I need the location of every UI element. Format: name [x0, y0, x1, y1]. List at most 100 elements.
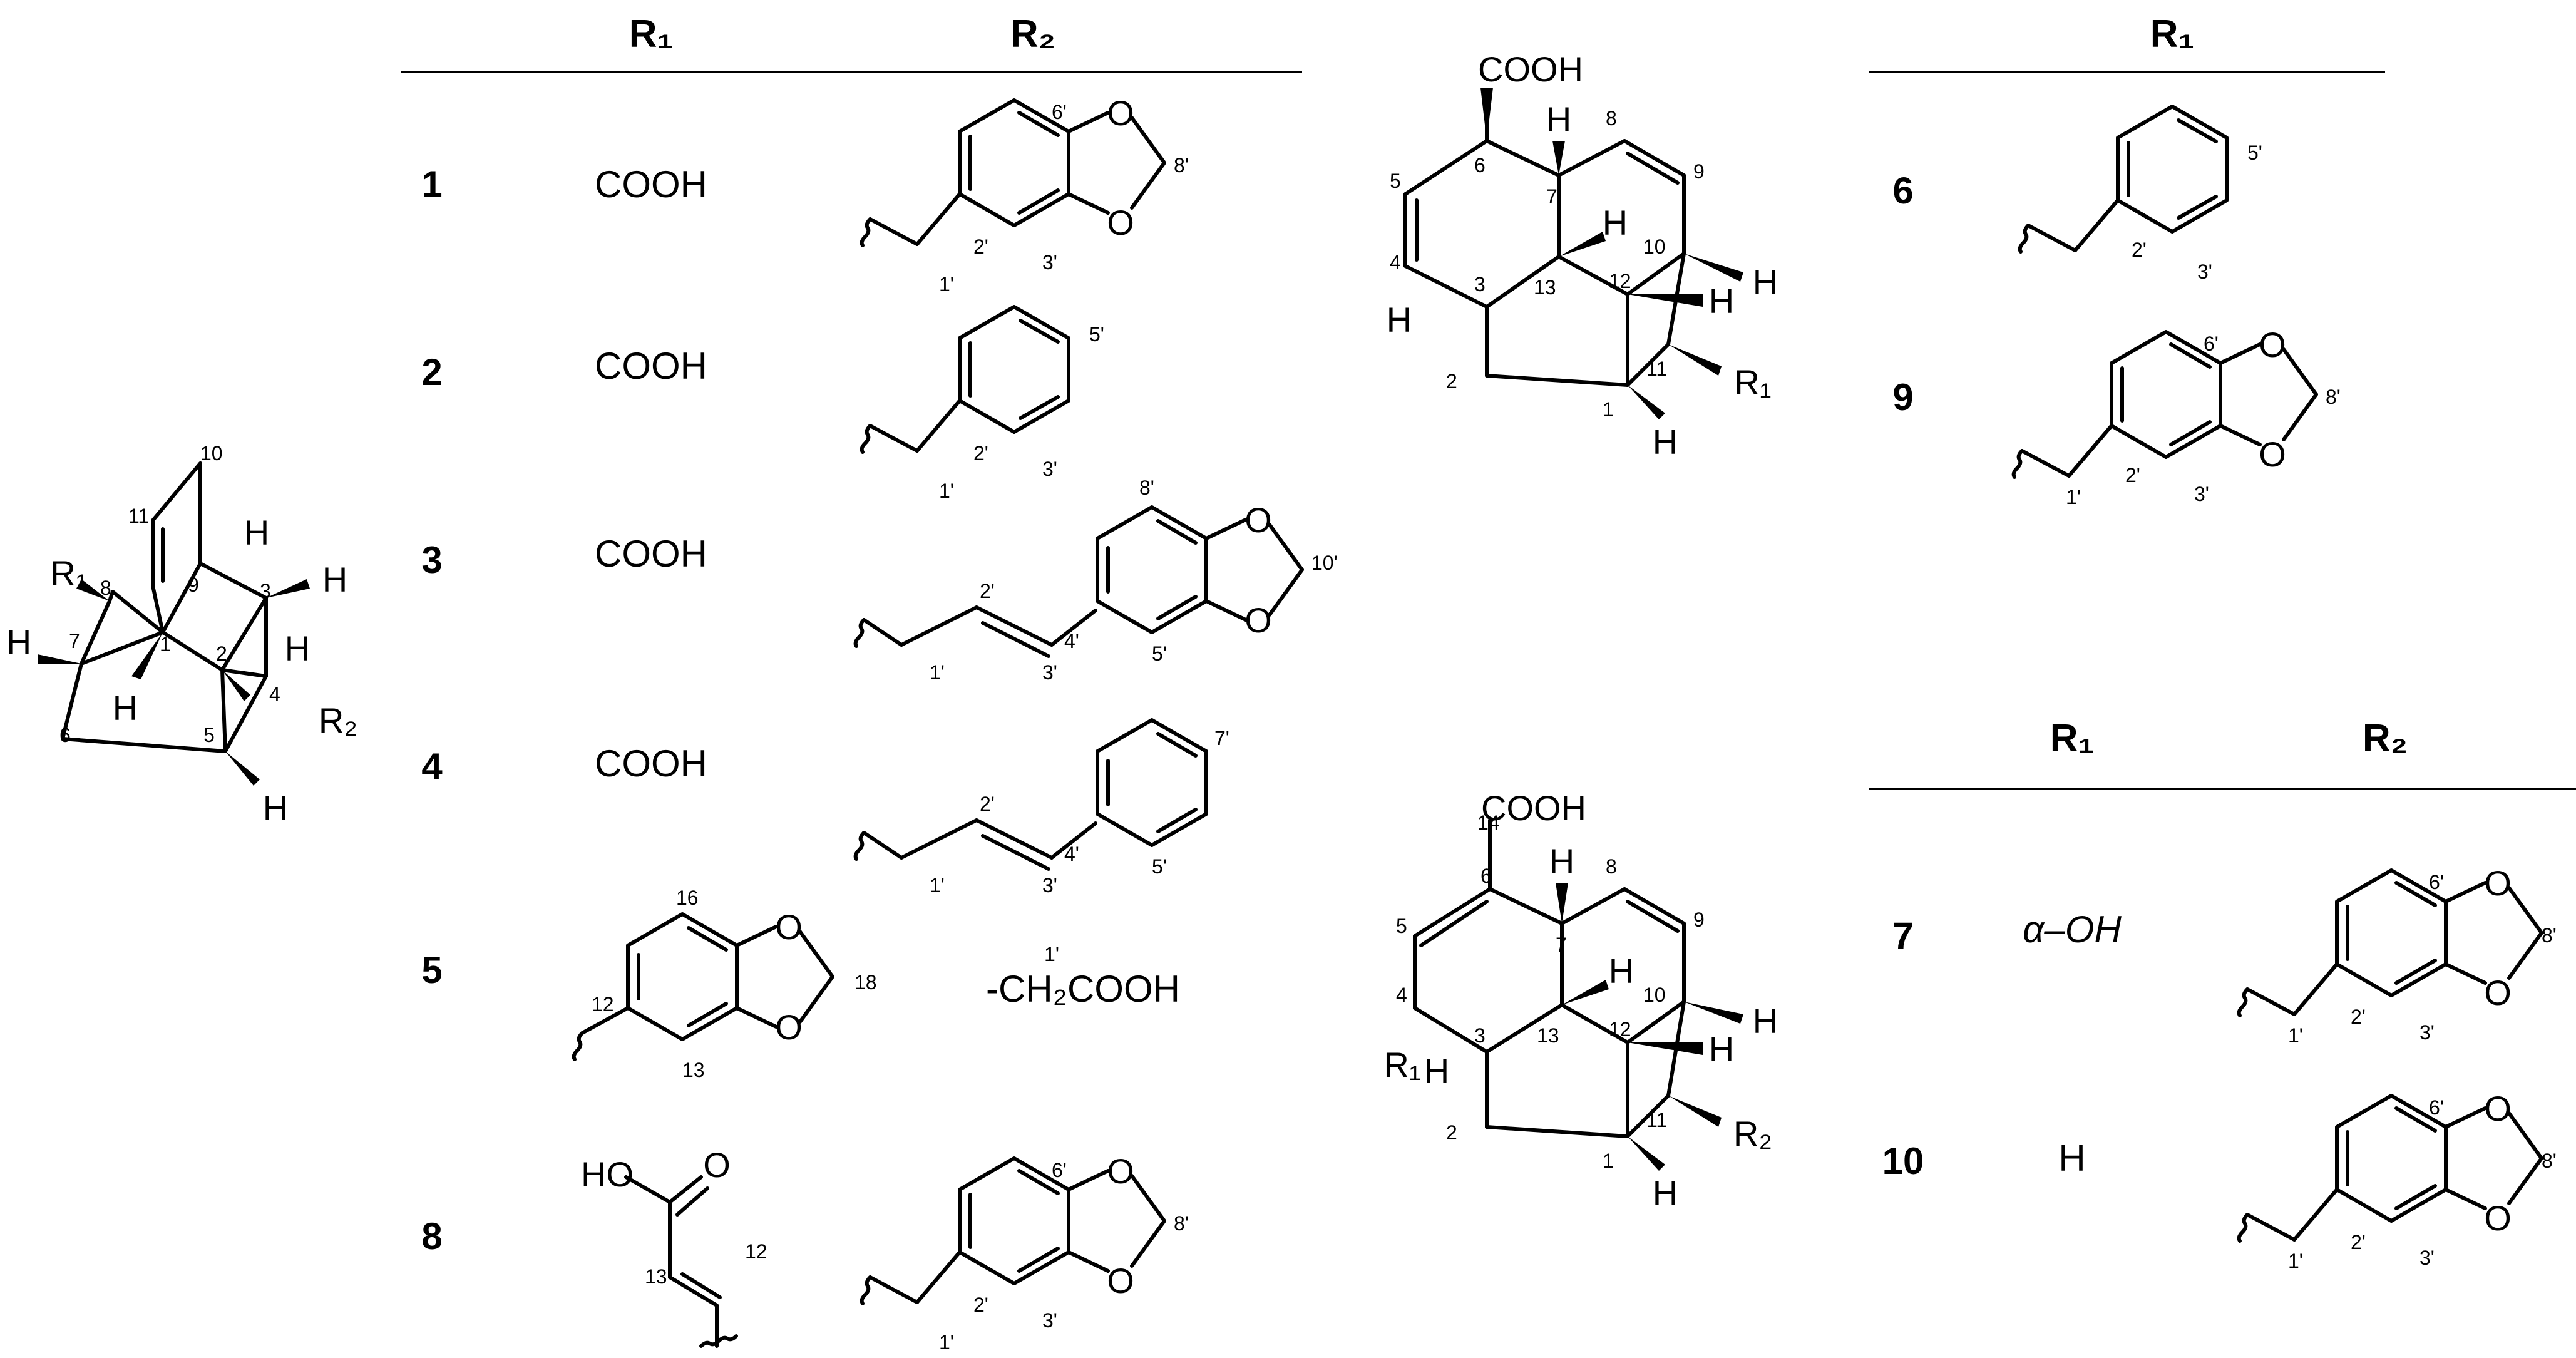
hydrogen-label: H [244, 513, 269, 552]
label-8: 8 [1606, 107, 1617, 130]
hydrogen-label: H [1709, 1029, 1734, 1069]
label-2prime: 2' [980, 580, 995, 602]
wedge-bond [1562, 980, 1609, 1005]
hydrogen-label: H [1546, 100, 1571, 139]
compound-6-label: 6 [1892, 170, 1913, 212]
hydrogen-label: H [1609, 951, 1634, 990]
label-4prime: 4' [1064, 843, 1079, 865]
label-5: 5 [1390, 170, 1401, 192]
label-3prime: 3' [2197, 260, 2212, 283]
wedge-bond [1628, 1136, 1665, 1171]
compound-4-r2-chain [853, 718, 1208, 871]
left-header-r2: R₂ [1010, 13, 1055, 56]
label-5: 5 [1396, 915, 1407, 937]
label-2prime: 2' [2132, 239, 2147, 261]
oxygen-label: O [2484, 973, 2512, 1012]
wedge-bond [131, 632, 163, 679]
left-header-r1: R₁ [629, 13, 673, 56]
core-bottom-cooh: COOH [1481, 788, 1586, 828]
label-3prime: 3' [2419, 1247, 2435, 1269]
wedge-bond [222, 670, 250, 701]
oxygen-label: O [2484, 863, 2512, 903]
label-4: 4 [1390, 251, 1401, 274]
wedge-bond [1559, 232, 1606, 257]
label-5prime: 5' [1089, 323, 1104, 346]
compound-3-r2-chain [853, 505, 1304, 658]
label-2: 2 [216, 642, 227, 665]
hydrogen-label: H [1753, 262, 1778, 302]
label-2: 2 [1446, 1121, 1457, 1144]
label-5prime: 5' [2247, 141, 2262, 164]
label-18: 18 [854, 971, 877, 994]
label-1: 1 [160, 633, 171, 656]
label-6: 6 [1480, 865, 1492, 887]
hydrogen-label: H [322, 560, 347, 599]
core-bottom-skeleton [1413, 818, 1686, 1138]
wedge-bond [1684, 1002, 1743, 1024]
hydrogen-label: H [113, 688, 138, 728]
label-8: 8 [100, 577, 111, 599]
label-8prime: 8' [2542, 1150, 2557, 1172]
label-3prime: 3' [1042, 661, 1057, 684]
label-8prime: 8' [2542, 924, 2557, 947]
label-3prime: 3' [2194, 483, 2209, 505]
r2-label: R₂ [1733, 1114, 1772, 1153]
hydrogen-label: H [6, 622, 31, 662]
label-1prime: 1' [1044, 943, 1059, 965]
label-13: 13 [682, 1059, 705, 1081]
oxygen-label: O [1107, 203, 1134, 242]
label-8prime: 8' [1174, 1212, 1189, 1235]
label-13: 13 [1537, 1024, 1559, 1047]
label-2: 2 [1446, 370, 1457, 393]
wedge-bond [76, 579, 110, 601]
label-12: 12 [1609, 1018, 1631, 1041]
core-top-skeleton [1403, 89, 1686, 387]
compound-7-label: 7 [1892, 915, 1913, 957]
label-2prime: 2' [973, 1294, 988, 1316]
label-5prime: 5' [1152, 642, 1167, 665]
hydrogen-label: H [1709, 281, 1734, 321]
wedge-bond [1628, 1042, 1703, 1055]
label-1prime: 1' [2288, 1024, 2303, 1047]
label-10: 10 [200, 442, 223, 465]
label-13: 13 [1534, 276, 1556, 299]
wedge-bond [1684, 254, 1743, 282]
oxygen-label: O [1244, 600, 1272, 640]
oxygen-label: O [2484, 1089, 2512, 1128]
oxygen-label: O [2259, 435, 2286, 474]
oxygen-label: O [1107, 93, 1134, 133]
label-1prime: 1' [2066, 486, 2081, 508]
label-3: 3 [1474, 1024, 1486, 1047]
label-6prime: 6' [2204, 332, 2219, 355]
label-8prime: 8' [1139, 476, 1154, 499]
label-2prime: 2' [2351, 1231, 2366, 1253]
label-14: 14 [1477, 811, 1500, 834]
label-7: 7 [1556, 934, 1567, 956]
label-1prime: 1' [2288, 1250, 2303, 1272]
hydrogen-label: H [1753, 1001, 1778, 1041]
wedge-bond [1628, 294, 1703, 307]
hydrogen-label: H [1603, 203, 1628, 242]
hydroxyl-label: HO [581, 1155, 634, 1194]
wedge-bond [1552, 141, 1565, 175]
hydrogen-label: H [1653, 422, 1678, 461]
label-10prime: 10' [1311, 552, 1338, 574]
label-11: 11 [1646, 1109, 1667, 1131]
label-6prime: 6' [1052, 1159, 1067, 1181]
label-1prime: 1' [939, 273, 954, 296]
label-6prime: 6' [2429, 1096, 2444, 1119]
label-11: 11 [1646, 358, 1667, 380]
label-7: 7 [69, 630, 80, 652]
r1-label: R₁ [50, 553, 87, 593]
right-bottom-header-r2: R₂ [2363, 717, 2408, 760]
label-2prime: 2' [2351, 1006, 2366, 1028]
label-3prime: 3' [1042, 458, 1057, 480]
compound-8-label: 8 [421, 1215, 442, 1257]
compound-3-label: 3 [421, 539, 442, 581]
label-12: 12 [592, 993, 614, 1016]
wedge-bond [266, 579, 310, 598]
oxygen-label: O [775, 1007, 803, 1047]
label-8: 8 [1606, 855, 1617, 878]
label-12: 12 [1609, 270, 1631, 292]
